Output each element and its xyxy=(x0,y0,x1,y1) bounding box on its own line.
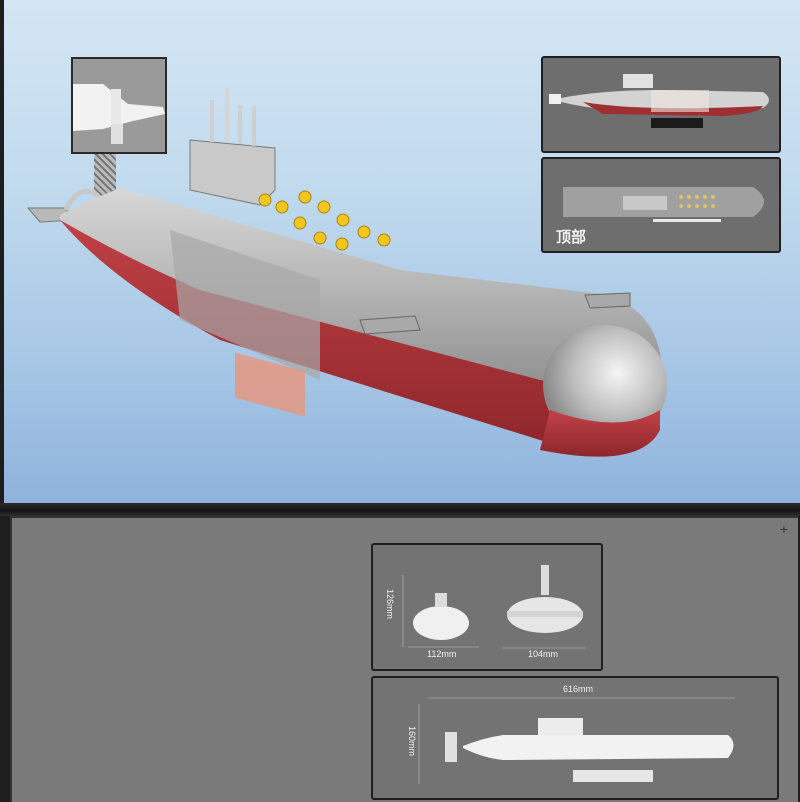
rudder-icon xyxy=(73,84,165,144)
side-profile-drawing-icon xyxy=(418,697,735,784)
stern-thumbnail xyxy=(71,57,167,154)
height-dimension: 160mm xyxy=(407,726,417,757)
crosshair-icon: + xyxy=(779,521,788,537)
front-rear-view-panel: 126mm 112mm 104mm xyxy=(371,543,603,671)
side-profile-panel: 616mm 160mm xyxy=(371,676,779,800)
section-divider xyxy=(0,503,800,516)
hero-section: 顶部 xyxy=(4,0,800,503)
side-view-submarine-icon xyxy=(549,74,769,128)
side-view-panel xyxy=(541,56,781,153)
front-width-dimension: 112mm xyxy=(427,649,457,659)
front-height-dimension: 126mm xyxy=(385,589,395,620)
lattice-mast xyxy=(94,154,116,196)
length-dimension: 616mm xyxy=(563,684,594,694)
top-view-label: 顶部 xyxy=(556,229,587,246)
top-view-submarine-icon xyxy=(563,187,764,222)
top-view-panel: 顶部 xyxy=(541,157,781,253)
submarine-illustration xyxy=(26,88,667,457)
rear-width-dimension: 104mm xyxy=(528,649,559,659)
front-rear-drawing-icon xyxy=(402,565,585,649)
